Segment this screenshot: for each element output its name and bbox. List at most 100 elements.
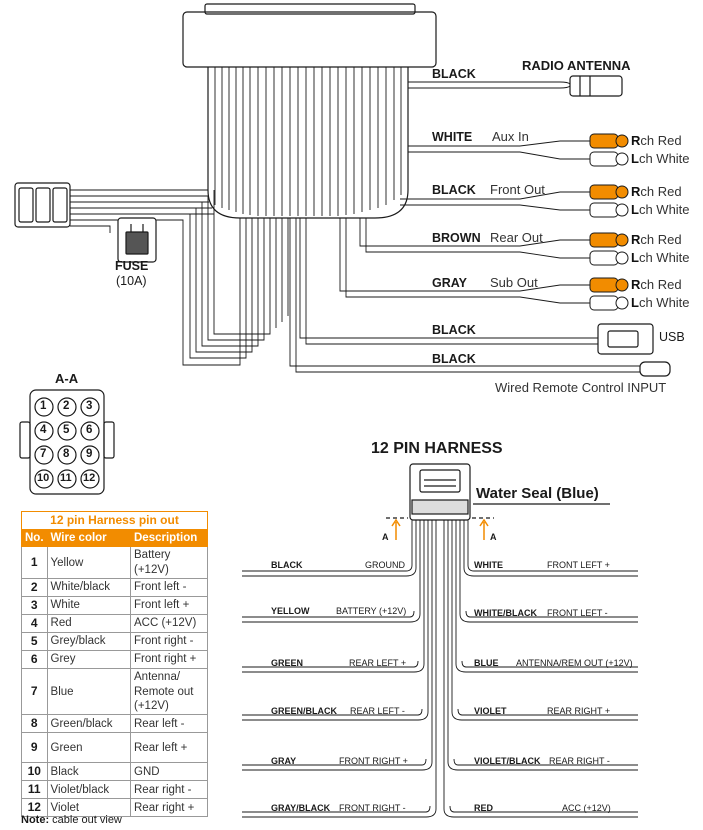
pin-number: 9	[86, 448, 93, 460]
harness-wire-color: WHITE/BLACK	[474, 608, 537, 618]
harness-title: 12 PIN HARNESS	[371, 440, 503, 457]
rca-label-l: Lch White	[631, 295, 690, 310]
harness-wire-desc: REAR LEFT +	[349, 658, 407, 668]
connector-face	[19, 389, 115, 495]
rca-plug-aux-l	[589, 151, 629, 167]
harness-wire-desc: REAR LEFT -	[350, 706, 405, 716]
rca-plug-aux-r	[589, 133, 629, 149]
pin-number: 8	[63, 448, 70, 460]
rca-label-r: Rch Red	[631, 232, 682, 247]
front-label: Front Out	[490, 182, 545, 197]
harness-wire-desc: ANTENNA/REM OUT (+12V)	[516, 658, 633, 668]
pin-out-table: 12 pin Harness pin out No. Wire color De…	[21, 511, 208, 818]
pin-number: 1	[40, 400, 47, 412]
rca-label-r: Rch Red	[631, 133, 682, 148]
head-unit-top	[182, 11, 437, 68]
pin-number: 6	[86, 424, 93, 436]
rear-wire-color: BROWN	[432, 231, 481, 245]
aux-wire-color: WHITE	[432, 130, 473, 144]
harness-connector	[386, 463, 610, 521]
rca-label-l: Lch White	[631, 250, 690, 265]
water-seal-label: Water Seal (Blue)	[476, 485, 599, 502]
sub-wire-color: GRAY	[432, 276, 467, 290]
remote-label: Wired Remote Control INPUT	[495, 380, 667, 395]
rca-plug-front-r	[589, 184, 629, 200]
harness-wire-desc: FRONT LEFT -	[547, 608, 608, 618]
rca-label-r: Rch Red	[631, 277, 682, 292]
power-connector	[14, 182, 71, 228]
pin-table-header: No. Wire color Description	[21, 528, 208, 548]
rca-label-r: Rch Red	[631, 184, 682, 199]
header-description: Description	[130, 528, 208, 548]
harness-wire-color: RED	[474, 803, 494, 813]
usb-label: USB	[659, 330, 685, 344]
pin-number: 5	[63, 424, 70, 436]
section-arrow-right	[479, 518, 489, 540]
rca-plug-sub-l	[589, 295, 629, 311]
pin-number: 11	[60, 472, 72, 484]
pin-number: 10	[37, 472, 50, 484]
rear-label: Rear Out	[490, 230, 543, 245]
header-wire-color: Wire color	[46, 528, 132, 548]
harness-wire-color: GRAY	[271, 756, 297, 766]
rca-plug-rear-l	[589, 250, 629, 266]
header-no: No.	[21, 528, 48, 548]
antenna-label: RADIO ANTENNA	[522, 58, 631, 73]
aux-label: Aux In	[492, 129, 529, 144]
pin-number: 4	[40, 424, 47, 436]
harness-wire-desc: REAR RIGHT -	[549, 756, 610, 766]
pin-number: 2	[63, 400, 70, 412]
section-arrow-left	[391, 518, 401, 540]
harness-wire-color: VIOLET/BLACK	[474, 756, 541, 766]
fuse-value: (10A)	[116, 274, 147, 288]
section-mark-left: A	[382, 532, 389, 542]
rca-plug-rear-r	[589, 232, 629, 248]
harness-wire-color: VIOLET	[474, 706, 507, 716]
harness-wire-desc: FRONT LEFT +	[547, 560, 610, 570]
harness-wire-color: GREEN	[271, 658, 304, 668]
harness-wire-desc: REAR RIGHT +	[547, 706, 611, 716]
usb-wire-color: BLACK	[432, 323, 476, 337]
harness-wire-desc: ACC (+12V)	[562, 803, 611, 813]
section-mark-right: A	[490, 532, 497, 542]
front-wire-color: BLACK	[432, 183, 476, 197]
sub-label: Sub Out	[490, 275, 538, 290]
connector-title: A-A	[55, 371, 79, 386]
harness-wire-desc: BATTERY (+12V)	[336, 606, 407, 616]
harness-wire-color: GRAY/BLACK	[271, 803, 331, 813]
rca-plug-sub-r	[589, 277, 629, 293]
harness-wire-color: WHITE	[474, 560, 503, 570]
harness-wire-color: GREEN/BLACK	[271, 706, 338, 716]
harness-wire-color: BLACK	[271, 560, 303, 570]
rca-plug-front-l	[589, 202, 629, 218]
rca-label-l: Lch White	[631, 151, 690, 166]
harness-wire-color: YELLOW	[271, 606, 310, 616]
rca-label-l: Lch White	[631, 202, 690, 217]
head-unit-body	[207, 67, 409, 219]
harness-wire-desc: FRONT RIGHT +	[339, 756, 408, 766]
usb-connector	[597, 323, 654, 355]
pin-number: 12	[83, 472, 96, 484]
harness-wire-desc: FRONT RIGHT -	[339, 803, 406, 813]
pin-number: 7	[40, 448, 47, 460]
antenna-wire-color: BLACK	[432, 67, 476, 81]
harness-wire-desc: GROUND	[365, 560, 405, 570]
remote-plug	[639, 361, 671, 377]
remote-wire-color: BLACK	[432, 352, 476, 366]
table-note: Note: cable out view	[21, 814, 122, 826]
pin-table-title: 12 pin Harness pin out	[21, 511, 208, 530]
harness-wire-color: BLUE	[474, 658, 499, 668]
antenna-plug	[569, 75, 623, 97]
